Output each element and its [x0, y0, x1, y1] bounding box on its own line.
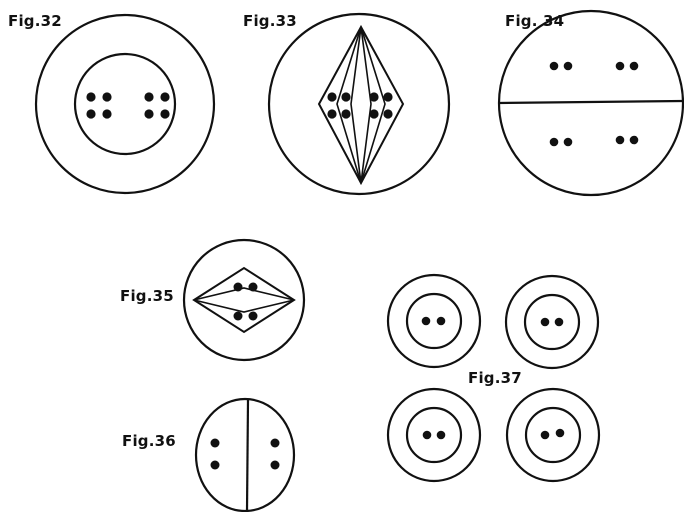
fig34-cell: [499, 11, 683, 195]
fig37-cell-1-nucleus: [407, 294, 461, 348]
fig36-cell-membrane: [196, 399, 294, 511]
fig37-cell-2-nucleus: [525, 295, 579, 349]
fig35-label: Fig.35: [120, 287, 174, 305]
fig36-chromosomes: [211, 439, 280, 470]
fig36-division-line: [247, 400, 248, 511]
fig37-cell-1: [388, 275, 480, 367]
fig37-label: Fig.37: [468, 369, 522, 387]
fig33-cell: [269, 14, 449, 194]
fig34-chromosomes: [550, 62, 639, 147]
fig37-cell-3-nucleus: [407, 408, 461, 462]
fig37-cell-3-membrane: [388, 389, 480, 481]
fig32-cell-membrane: [36, 15, 214, 193]
fig37-cell-4: [507, 389, 599, 481]
fig35-cell: [184, 240, 304, 360]
fig36-label: Fig.36: [122, 432, 176, 450]
fig36-cell: [196, 399, 294, 511]
fig37-cell-4-nucleus: [526, 408, 580, 462]
fig37-cell-4-membrane: [507, 389, 599, 481]
fig32-cell: [36, 15, 214, 193]
fig37-cell-3: [388, 389, 480, 481]
fig34-division-line: [499, 101, 683, 103]
fig35-cell-membrane: [184, 240, 304, 360]
fig33-spindle: [319, 27, 403, 183]
fig34-label: Fig. 34: [505, 12, 564, 30]
fig32-label: Fig.32: [8, 12, 62, 30]
fig37-cell-2-membrane: [506, 276, 598, 368]
fig33-label: Fig.33: [243, 12, 297, 30]
fig37-cell-1-membrane: [388, 275, 480, 367]
fig35-spindle: [194, 268, 294, 332]
fig37-cell-2: [506, 276, 598, 368]
fig32-nucleus: [75, 54, 175, 154]
fig32-chromosomes: [86, 92, 169, 118]
